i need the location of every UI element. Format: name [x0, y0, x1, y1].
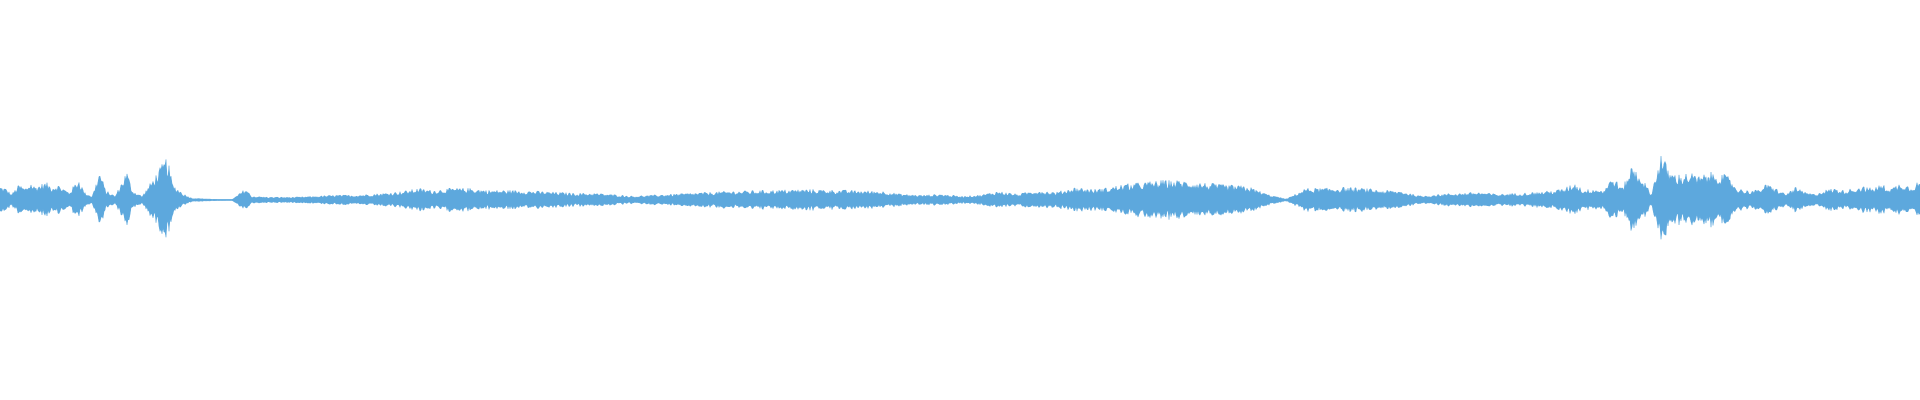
waveform-shape — [0, 156, 1920, 240]
